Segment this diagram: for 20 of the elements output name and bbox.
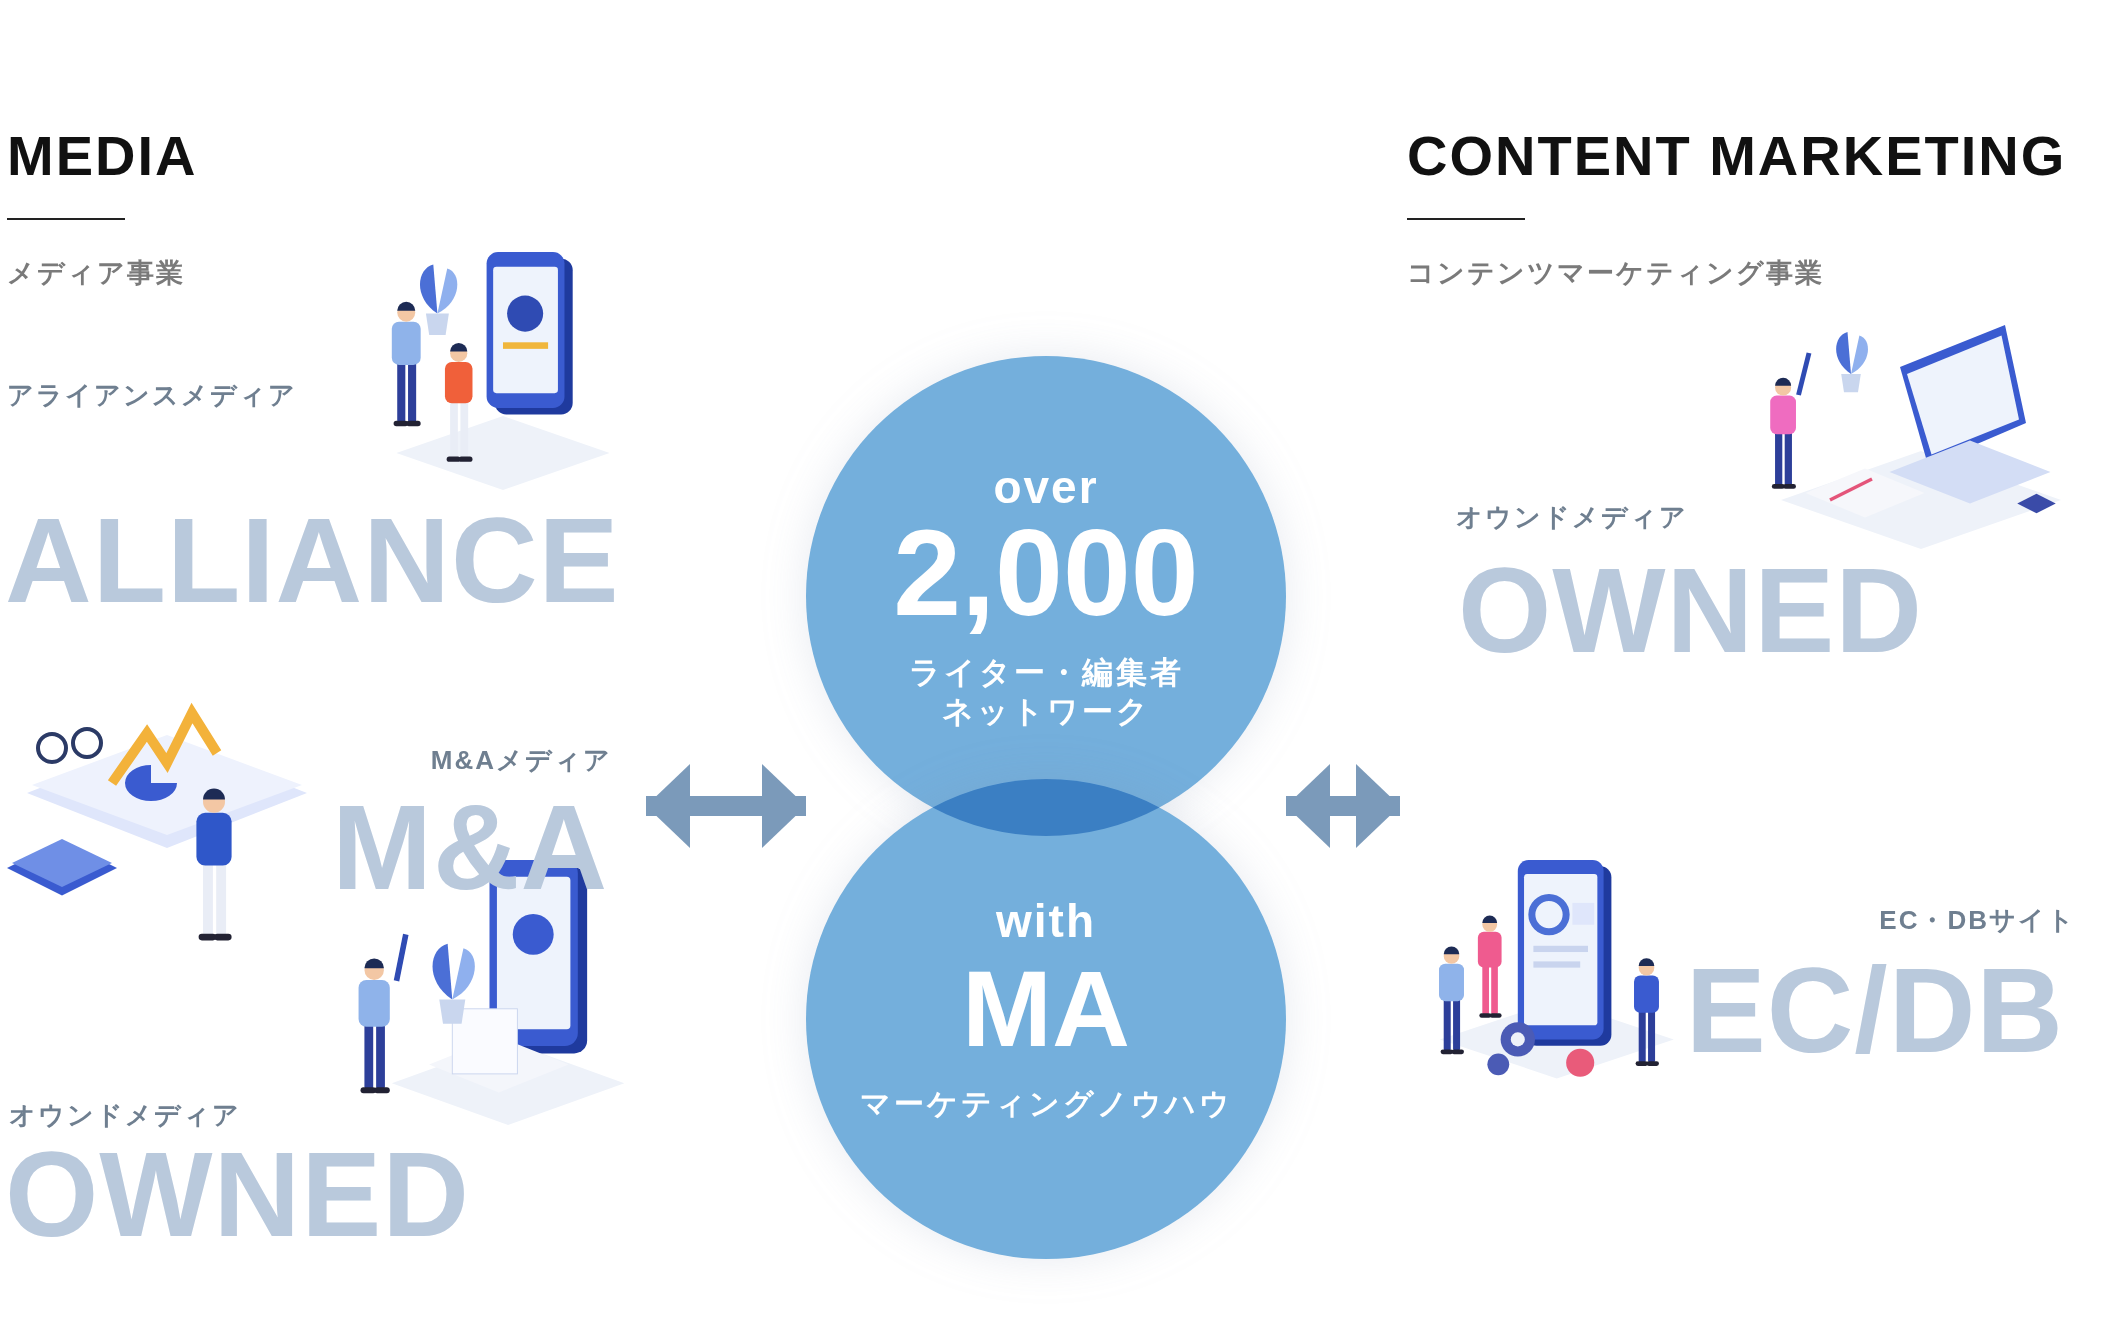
big-number: MA <box>961 947 1131 1071</box>
item-label: オウンドメディア <box>9 1100 241 1132</box>
item-label: アライアンスメディア <box>7 380 297 412</box>
large-word: ALLIANCE <box>5 500 620 620</box>
large-word: OWNED <box>1458 550 1923 670</box>
large-word: EC/DB <box>1685 950 2064 1070</box>
item-label: M&Aメディア <box>430 745 612 777</box>
section-subtitle: メディア事業 <box>7 257 185 290</box>
section-subtitle: コンテンツマーケティング事業 <box>1407 257 1824 290</box>
section-heading: MEDIA <box>7 123 198 189</box>
circle-heading: with <box>995 894 1097 949</box>
section-heading: CONTENT MARKETING <box>1407 123 2067 189</box>
double-arrow <box>1286 764 1400 848</box>
large-word: M&A <box>332 787 609 907</box>
double-arrow <box>646 764 806 848</box>
item-label: オウンドメディア <box>1456 502 1688 534</box>
item-label: EC・DBサイト <box>1879 905 2076 937</box>
large-word: OWNED <box>5 1134 470 1254</box>
circle-caption: ライター・編集者ネットワーク <box>907 654 1185 731</box>
circle-caption: マーケティングノウハウ <box>858 1086 1234 1122</box>
